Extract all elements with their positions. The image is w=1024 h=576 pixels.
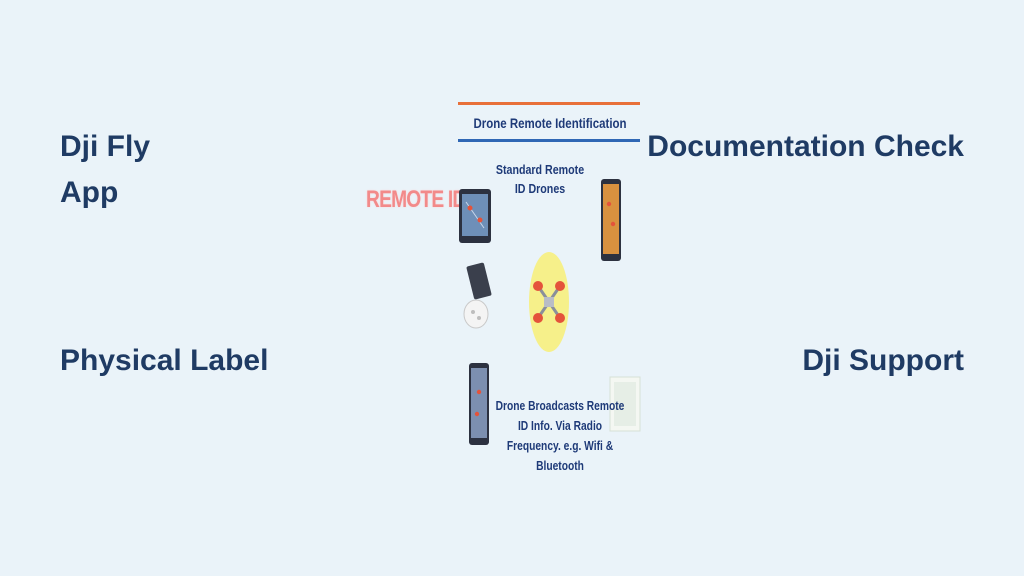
phone-orange-icon: [601, 179, 621, 261]
label-documentation-check: Documentation Check: [647, 130, 964, 163]
tablet-icon: [459, 189, 491, 243]
remote-id-infographic: Drone Remote Identification Standard Rem…: [360, 96, 650, 476]
phone-icon: [469, 363, 489, 445]
drone-icon: [529, 252, 569, 352]
infographic-subtitle: Standard Remote ID Drones: [495, 162, 585, 196]
receiver-device-icon: [609, 376, 641, 432]
label-physical-label: Physical Label: [60, 344, 269, 377]
label-dji-support: Dji Support: [802, 344, 964, 377]
remote-id-side-label: REMOTE ID:: [366, 186, 472, 213]
title-rule-bottom: [458, 139, 640, 142]
controller-icon: [463, 262, 492, 329]
infographic-title: Drone Remote Identification: [473, 115, 627, 131]
broadcast-note: Drone Broadcasts Remote ID Info. Via Rad…: [495, 399, 625, 473]
label-dji-fly-app: Dji Fly App: [60, 130, 151, 209]
title-rule-top: [458, 102, 640, 105]
